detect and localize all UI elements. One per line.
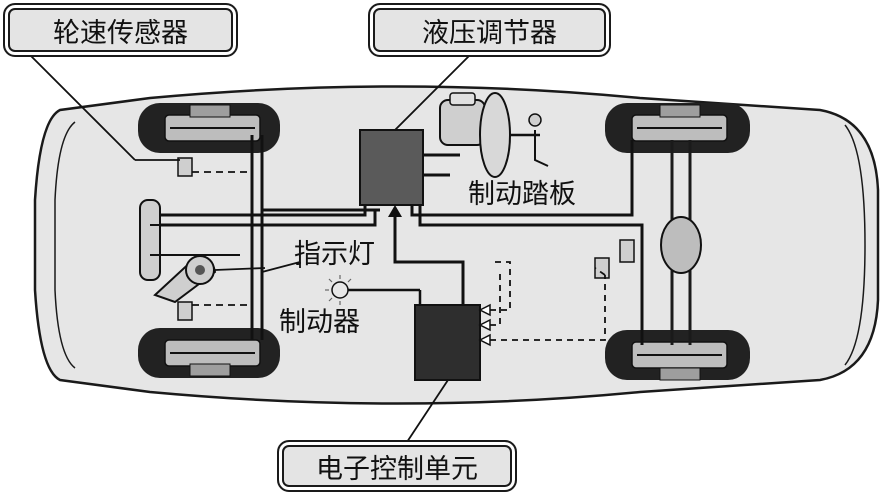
differential [660, 216, 702, 274]
front-brake-lever [153, 255, 217, 304]
wheel-rear-left [605, 103, 750, 153]
wheel-sensor-fr [177, 301, 248, 321]
wheel-sensor-rear [594, 239, 635, 279]
ecu-input-arrows [478, 303, 491, 347]
car-body-inner [54, 121, 76, 369]
car-rear-inner [844, 124, 866, 366]
callout-wheel-speed-sensor: 轮速传感器 [3, 3, 238, 57]
hydraulic-regulator-unit [359, 129, 424, 206]
leader-lines [29, 54, 471, 443]
wheel-front-right [138, 328, 280, 378]
car-body [33, 85, 880, 405]
wheel-rear-right [605, 330, 750, 381]
label-indicator-light: 指示灯 [294, 239, 375, 270]
wheel-sensor-fl [177, 157, 248, 177]
sensor-signal-lines [490, 261, 606, 341]
callout-ecu: 电子控制单元 [277, 440, 517, 492]
indicator-light-icon [325, 275, 422, 305]
label-brake-pedal: 制动踏板 [468, 179, 576, 210]
regulator-arrow [388, 205, 402, 217]
steering-wheel [139, 199, 240, 281]
label-brake: 制动器 [279, 307, 360, 338]
callout-hydraulic-regulator: 液压调节器 [368, 3, 611, 57]
regulator-to-ecu-line [393, 217, 465, 305]
ecu-box [414, 304, 481, 381]
rear-axle [660, 140, 702, 345]
master-cylinder [423, 92, 549, 178]
brake-lines [160, 135, 644, 345]
wheel-front-left [138, 103, 280, 153]
